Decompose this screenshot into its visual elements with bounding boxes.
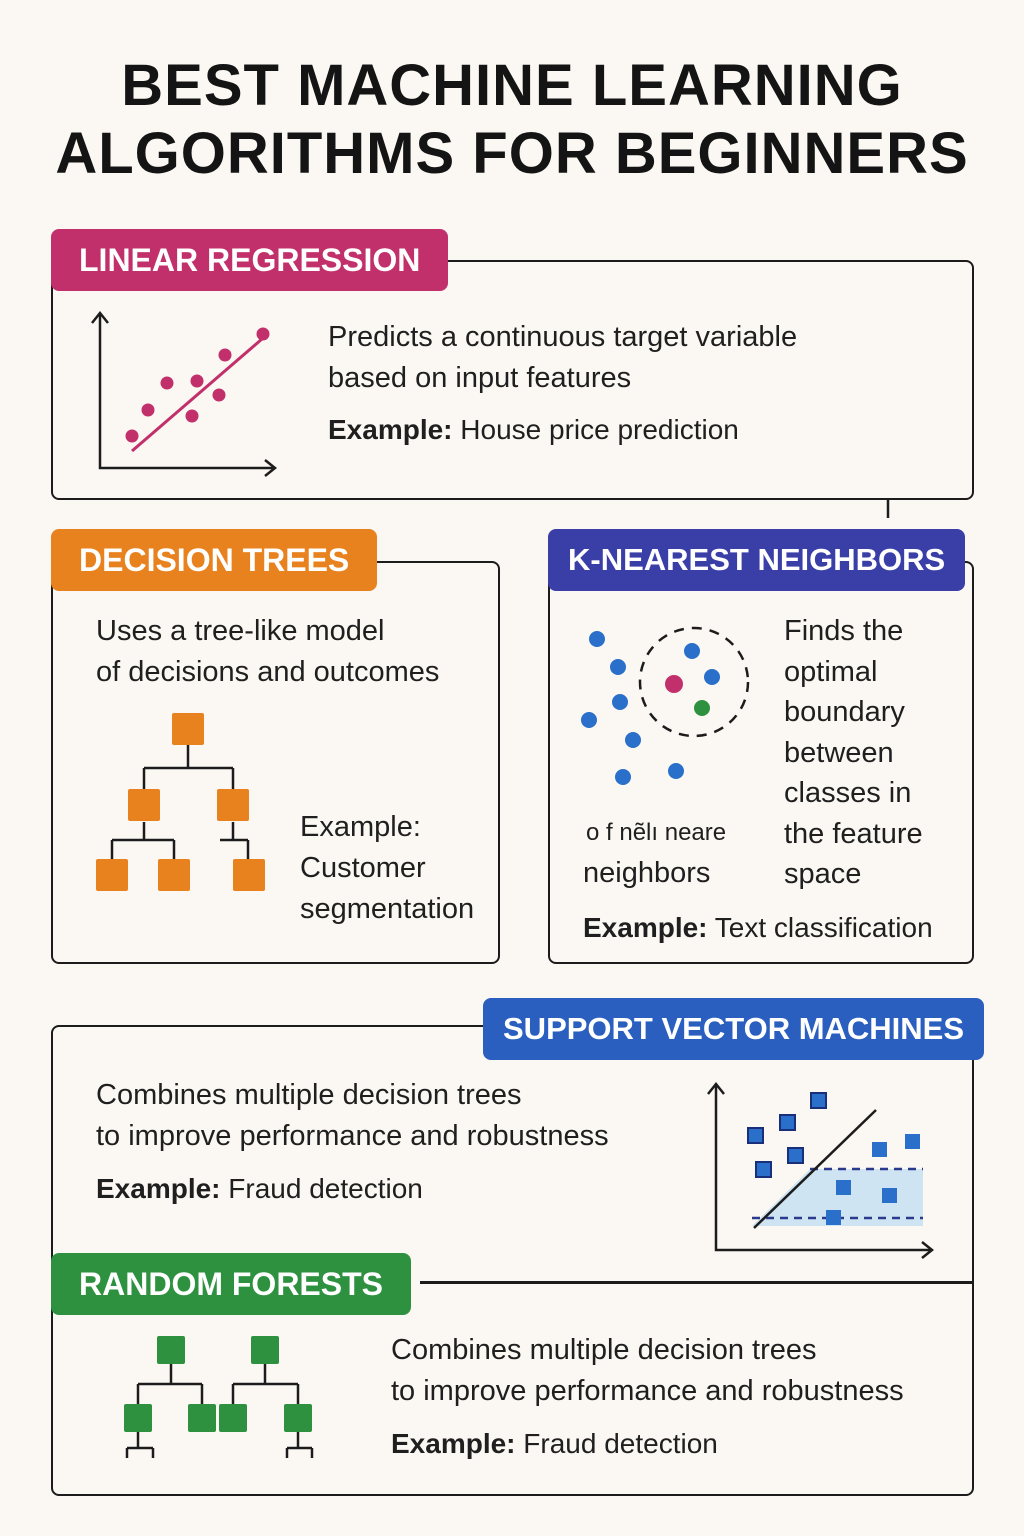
decision-trees-example: Example: Customer segmentation [300,807,474,930]
random-forests-desc-line1: Combines multiple decision trees [391,1334,817,1366]
example-value: Text classification [714,912,933,943]
knn-desc-line: space [784,858,862,890]
knn-example: Example: Text classification [583,908,933,948]
svm-tag: SUPPORT VECTOR MACHINES [483,998,985,1060]
knn-desc-line: Finds the [784,615,904,647]
knn-desc-line: between [784,736,894,769]
decision-trees-desc-line1: Uses a tree-like model [96,615,385,647]
knn-desc-line: boundary [784,696,905,728]
scatter-plot-with-regression-line-icon [91,310,278,477]
linear-regression-card [51,260,974,500]
hyperplane-margin-plot-icon [707,1081,935,1259]
example-value: Fraud detection [228,1173,423,1204]
decision-trees-description: Uses a tree-like model of decisions and … [96,611,439,693]
linear-regression-example: Example: House price prediction [328,410,739,450]
knn-neighbors-text: neighbors [583,857,711,889]
page-title-line2: ALGORITHMS FOR BEGINNERS [55,121,969,186]
example-line2: segmentation [300,893,475,925]
svm-desc-line1: Combines multiple decision trees [96,1079,522,1111]
random-forests-example: Example: Fraud detection [391,1424,718,1464]
knn-garbled-text: o f nẽlı neare [586,819,727,846]
example-label: Example: [328,414,453,445]
knn-tag: K-NEAREST NEIGHBORS [548,529,966,591]
linear-regression-tag: LINEAR REGRESSION [51,229,449,291]
random-forests-desc-line2: to improve performance and robustness [391,1375,904,1407]
decision-trees-tag: DECISION TREES [51,529,378,591]
example-value: House price prediction [460,414,739,445]
knn-description: Finds the optimal boundary between class… [784,611,923,895]
nearest-neighbors-cluster-icon [581,626,750,785]
random-forests-description: Combines multiple decision trees to impr… [391,1330,904,1412]
example-label: Example: [96,1173,221,1204]
forest-of-trees-icon [124,1336,314,1458]
page-title-line1: BEST MACHINE LEARNING [121,53,903,118]
example-label: Example: [391,1428,516,1459]
example-value: Fraud detection [523,1428,718,1459]
knn-card [548,561,974,964]
example-label: Example: [583,912,708,943]
knn-desc-line: optimal [784,655,878,688]
svm-desc-line2: to improve performance and robustness [96,1120,609,1152]
svm-description: Combines multiple decision trees to impr… [96,1075,609,1157]
svm-example: Example: Fraud detection [96,1169,423,1209]
linear-regression-desc-line1: Predicts a continuous target variable [328,321,798,353]
knn-desc-line: the feature [784,817,923,850]
page-title: BEST MACHINE LEARNING ALGORITHMS FOR BEG… [0,52,1024,188]
decision-trees-desc-line2: of decisions and outcomes [96,656,440,688]
example-label: Example: [300,811,421,843]
example-line1: Customer [300,852,426,884]
tree-diagram-icon [96,713,265,891]
random-forests-tag: RANDOM FORESTS [51,1253,411,1315]
section-divider [420,1281,974,1284]
linear-regression-desc-line2: based on input features [328,362,632,394]
linear-regression-description: Predicts a continuous target variable ba… [328,317,797,399]
decision-trees-card [51,561,500,964]
knn-desc-line: classes in [784,777,912,809]
